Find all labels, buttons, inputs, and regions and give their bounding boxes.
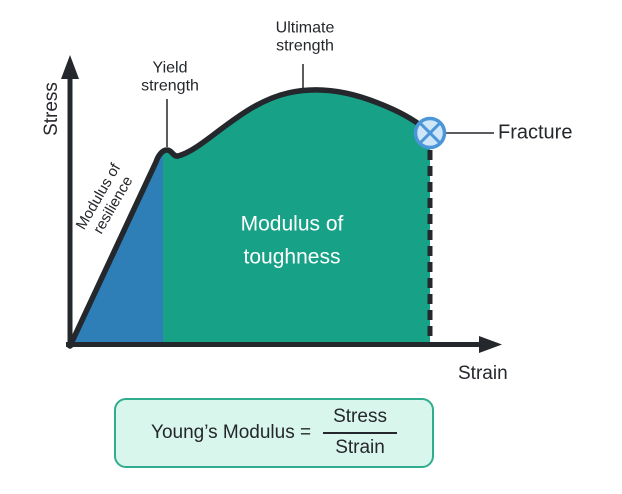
fracture-marker-icon: [413, 116, 447, 150]
youngs-modulus-formula-box: Young’s Modulus = Stress Strain: [114, 398, 434, 468]
formula-numerator: Stress: [323, 406, 397, 434]
y-axis-arrowhead: [61, 55, 79, 79]
stress-strain-curve: [67, 87, 427, 349]
x-axis-label: Strain: [458, 363, 508, 384]
formula-fraction: Stress Strain: [323, 406, 397, 459]
y-axis: [61, 55, 79, 348]
x-axis-arrowhead: [479, 336, 502, 353]
formula-lhs: Young’s Modulus =: [151, 422, 312, 443]
ultimate-strength-label: Ultimate strength: [275, 19, 335, 55]
x-axis: [66, 336, 502, 353]
modulus-of-toughness-label: Modulus of toughness: [240, 212, 344, 268]
yield-strength-label: Yield strength: [141, 59, 199, 95]
formula-denominator: Strain: [335, 437, 385, 458]
fracture-label: Fracture: [498, 121, 573, 144]
y-axis-label: Stress: [41, 82, 63, 136]
